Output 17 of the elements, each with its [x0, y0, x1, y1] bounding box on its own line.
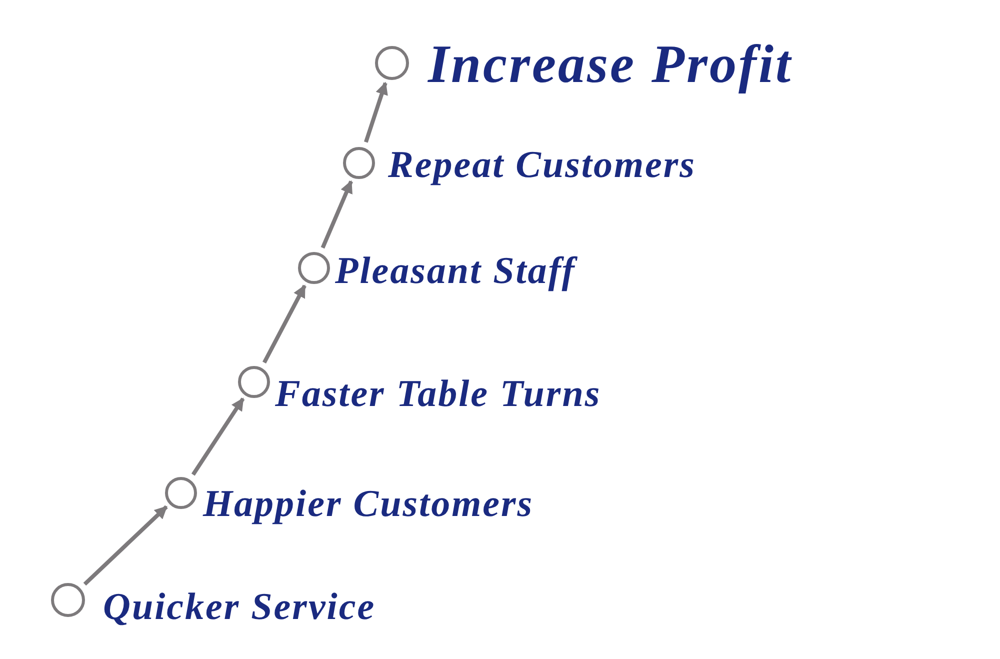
node-circle [51, 583, 85, 617]
step-label: Quicker Service [103, 586, 376, 630]
step-label: Faster Table Turns [275, 373, 602, 417]
arrow [191, 398, 245, 476]
arrow [83, 505, 168, 586]
arrow [262, 284, 306, 364]
step-label: Repeat Customers [388, 144, 696, 188]
node-circle [375, 46, 409, 80]
node-circle [298, 252, 330, 284]
arrow [364, 82, 388, 143]
step-label: Pleasant Staff [335, 250, 576, 294]
step-label: Happier Customers [203, 483, 534, 527]
node-circle [238, 366, 270, 398]
node-circle [343, 147, 375, 179]
step-label: Increase Profit [428, 32, 792, 96]
node-circle [165, 477, 197, 509]
arrow [320, 180, 353, 249]
